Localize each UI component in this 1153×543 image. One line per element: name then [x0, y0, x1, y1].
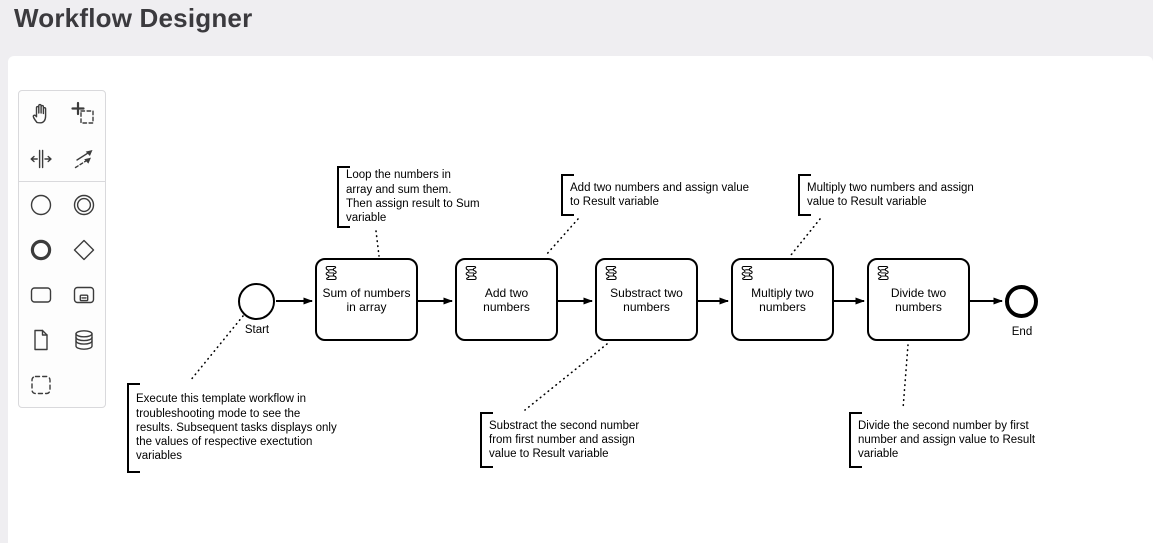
task-label: Sum of numbers in array	[322, 285, 411, 314]
task-label: Divide two numbers	[890, 285, 947, 314]
association-divide-task-to-annotation[interactable]	[902, 344, 909, 410]
association-annotation-to-sum-task[interactable]	[375, 230, 380, 257]
annotation-multiply[interactable]: Multiply two numbers and assign value to…	[798, 174, 974, 216]
annotation-substract[interactable]: Substract the second number from first n…	[480, 412, 639, 468]
gateway-icon	[73, 239, 94, 260]
palette-spacer	[62, 362, 105, 407]
annotation-add[interactable]: Add two numbers and assign value to Resu…	[561, 174, 749, 216]
task-sum-of-numbers[interactable]: Sum of numbers in array	[315, 258, 418, 341]
hand-icon	[32, 103, 46, 123]
annotation-divide[interactable]: Divide the second number by first number…	[849, 412, 1035, 468]
annotation-text: Divide the second number by first number…	[858, 419, 1036, 461]
data-object-icon	[33, 329, 48, 350]
end-event[interactable]	[1005, 285, 1038, 318]
create-start-event-button[interactable]	[19, 182, 62, 227]
script-task-icon	[605, 265, 617, 281]
annotation-text: Add two numbers and assign value to Resu…	[570, 181, 749, 208]
create-task-button[interactable]	[19, 272, 62, 317]
space-tool-icon	[30, 149, 52, 168]
create-group-button[interactable]	[19, 362, 62, 407]
annotation-loop-sum[interactable]: Loop the numbers in array and sum them. …	[337, 166, 480, 228]
start-event[interactable]	[238, 283, 275, 320]
start-event-label: Start	[244, 324, 270, 336]
intermediate-event-icon	[73, 194, 94, 215]
end-event-icon	[30, 239, 51, 260]
create-end-event-button[interactable]	[19, 227, 62, 272]
task-substract-two-numbers[interactable]: Substract two numbers	[595, 258, 698, 341]
hand-tool-button[interactable]	[19, 91, 62, 136]
task-multiply-two-numbers[interactable]: Multiply two numbers	[731, 258, 834, 341]
create-data-store-button[interactable]	[62, 317, 105, 362]
page-title: Workflow Designer	[14, 3, 253, 33]
task-label: Add two numbers	[483, 285, 530, 314]
page-header: Workflow Designer	[0, 0, 1153, 56]
global-connect-tool-button[interactable]	[62, 136, 105, 181]
create-gateway-button[interactable]	[62, 227, 105, 272]
create-data-object-button[interactable]	[19, 317, 62, 362]
script-task-icon	[877, 265, 889, 281]
palette	[18, 90, 106, 408]
annotation-text: Multiply two numbers and assign value to…	[807, 181, 974, 208]
create-subprocess-button[interactable]	[62, 272, 105, 317]
script-task-icon	[465, 265, 477, 281]
task-add-two-numbers[interactable]: Add two numbers	[455, 258, 558, 341]
annotation-text: Loop the numbers in array and sum them. …	[346, 169, 480, 225]
task-divide-two-numbers[interactable]: Divide two numbers	[867, 258, 970, 341]
task-label: Multiply two numbers	[751, 285, 814, 314]
palette-tools-group	[19, 91, 105, 181]
start-event-icon	[30, 194, 51, 215]
task-label: Substract two numbers	[610, 285, 683, 314]
group-icon	[30, 375, 51, 394]
association-annotation-to-multiply-task[interactable]	[790, 218, 821, 256]
task-icon	[30, 286, 51, 303]
lasso-tool-button[interactable]	[62, 91, 105, 136]
annotation-text: Substract the second number from first n…	[489, 419, 640, 461]
connect-arrows-icon	[74, 149, 92, 168]
script-task-icon	[741, 265, 753, 281]
end-event-label: End	[1011, 326, 1033, 338]
space-tool-button[interactable]	[19, 136, 62, 181]
data-store-icon	[74, 329, 93, 350]
create-intermediate-event-button[interactable]	[62, 182, 105, 227]
palette-elements-group	[19, 181, 105, 407]
lasso-icon	[70, 101, 94, 124]
association-substract-task-to-annotation[interactable]	[524, 343, 608, 411]
annotation-execute-workflow[interactable]: Execute this template workflow in troubl…	[127, 383, 337, 473]
association-start-to-annotation[interactable]	[189, 315, 244, 382]
association-annotation-to-add-task[interactable]	[545, 218, 579, 256]
annotation-text: Execute this template workflow in troubl…	[136, 393, 337, 463]
subprocess-icon	[73, 286, 94, 303]
script-task-icon	[325, 265, 337, 281]
